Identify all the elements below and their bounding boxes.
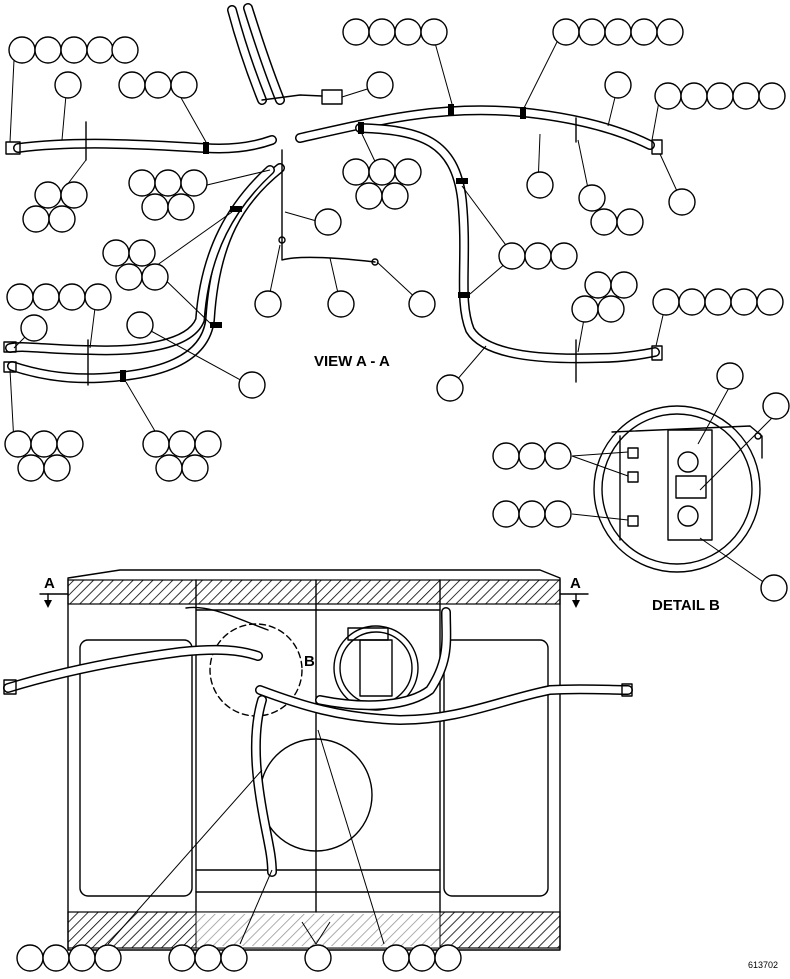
detail-b-label: DETAIL B [652,597,720,614]
plan-view [3,569,633,951]
section-marker-right: A [570,575,581,592]
figure-code: 613702 [748,960,778,970]
view-a-a-label: VIEW A - A [314,353,390,370]
detail-b [492,362,790,602]
section-marker-left: A [44,575,55,592]
plan-view-callouts [16,944,462,972]
view-a-a-harness [3,3,663,386]
detail-marker-b: B [304,653,315,670]
plan-view-leaders [107,729,385,945]
view-a-a-callouts [4,18,786,482]
